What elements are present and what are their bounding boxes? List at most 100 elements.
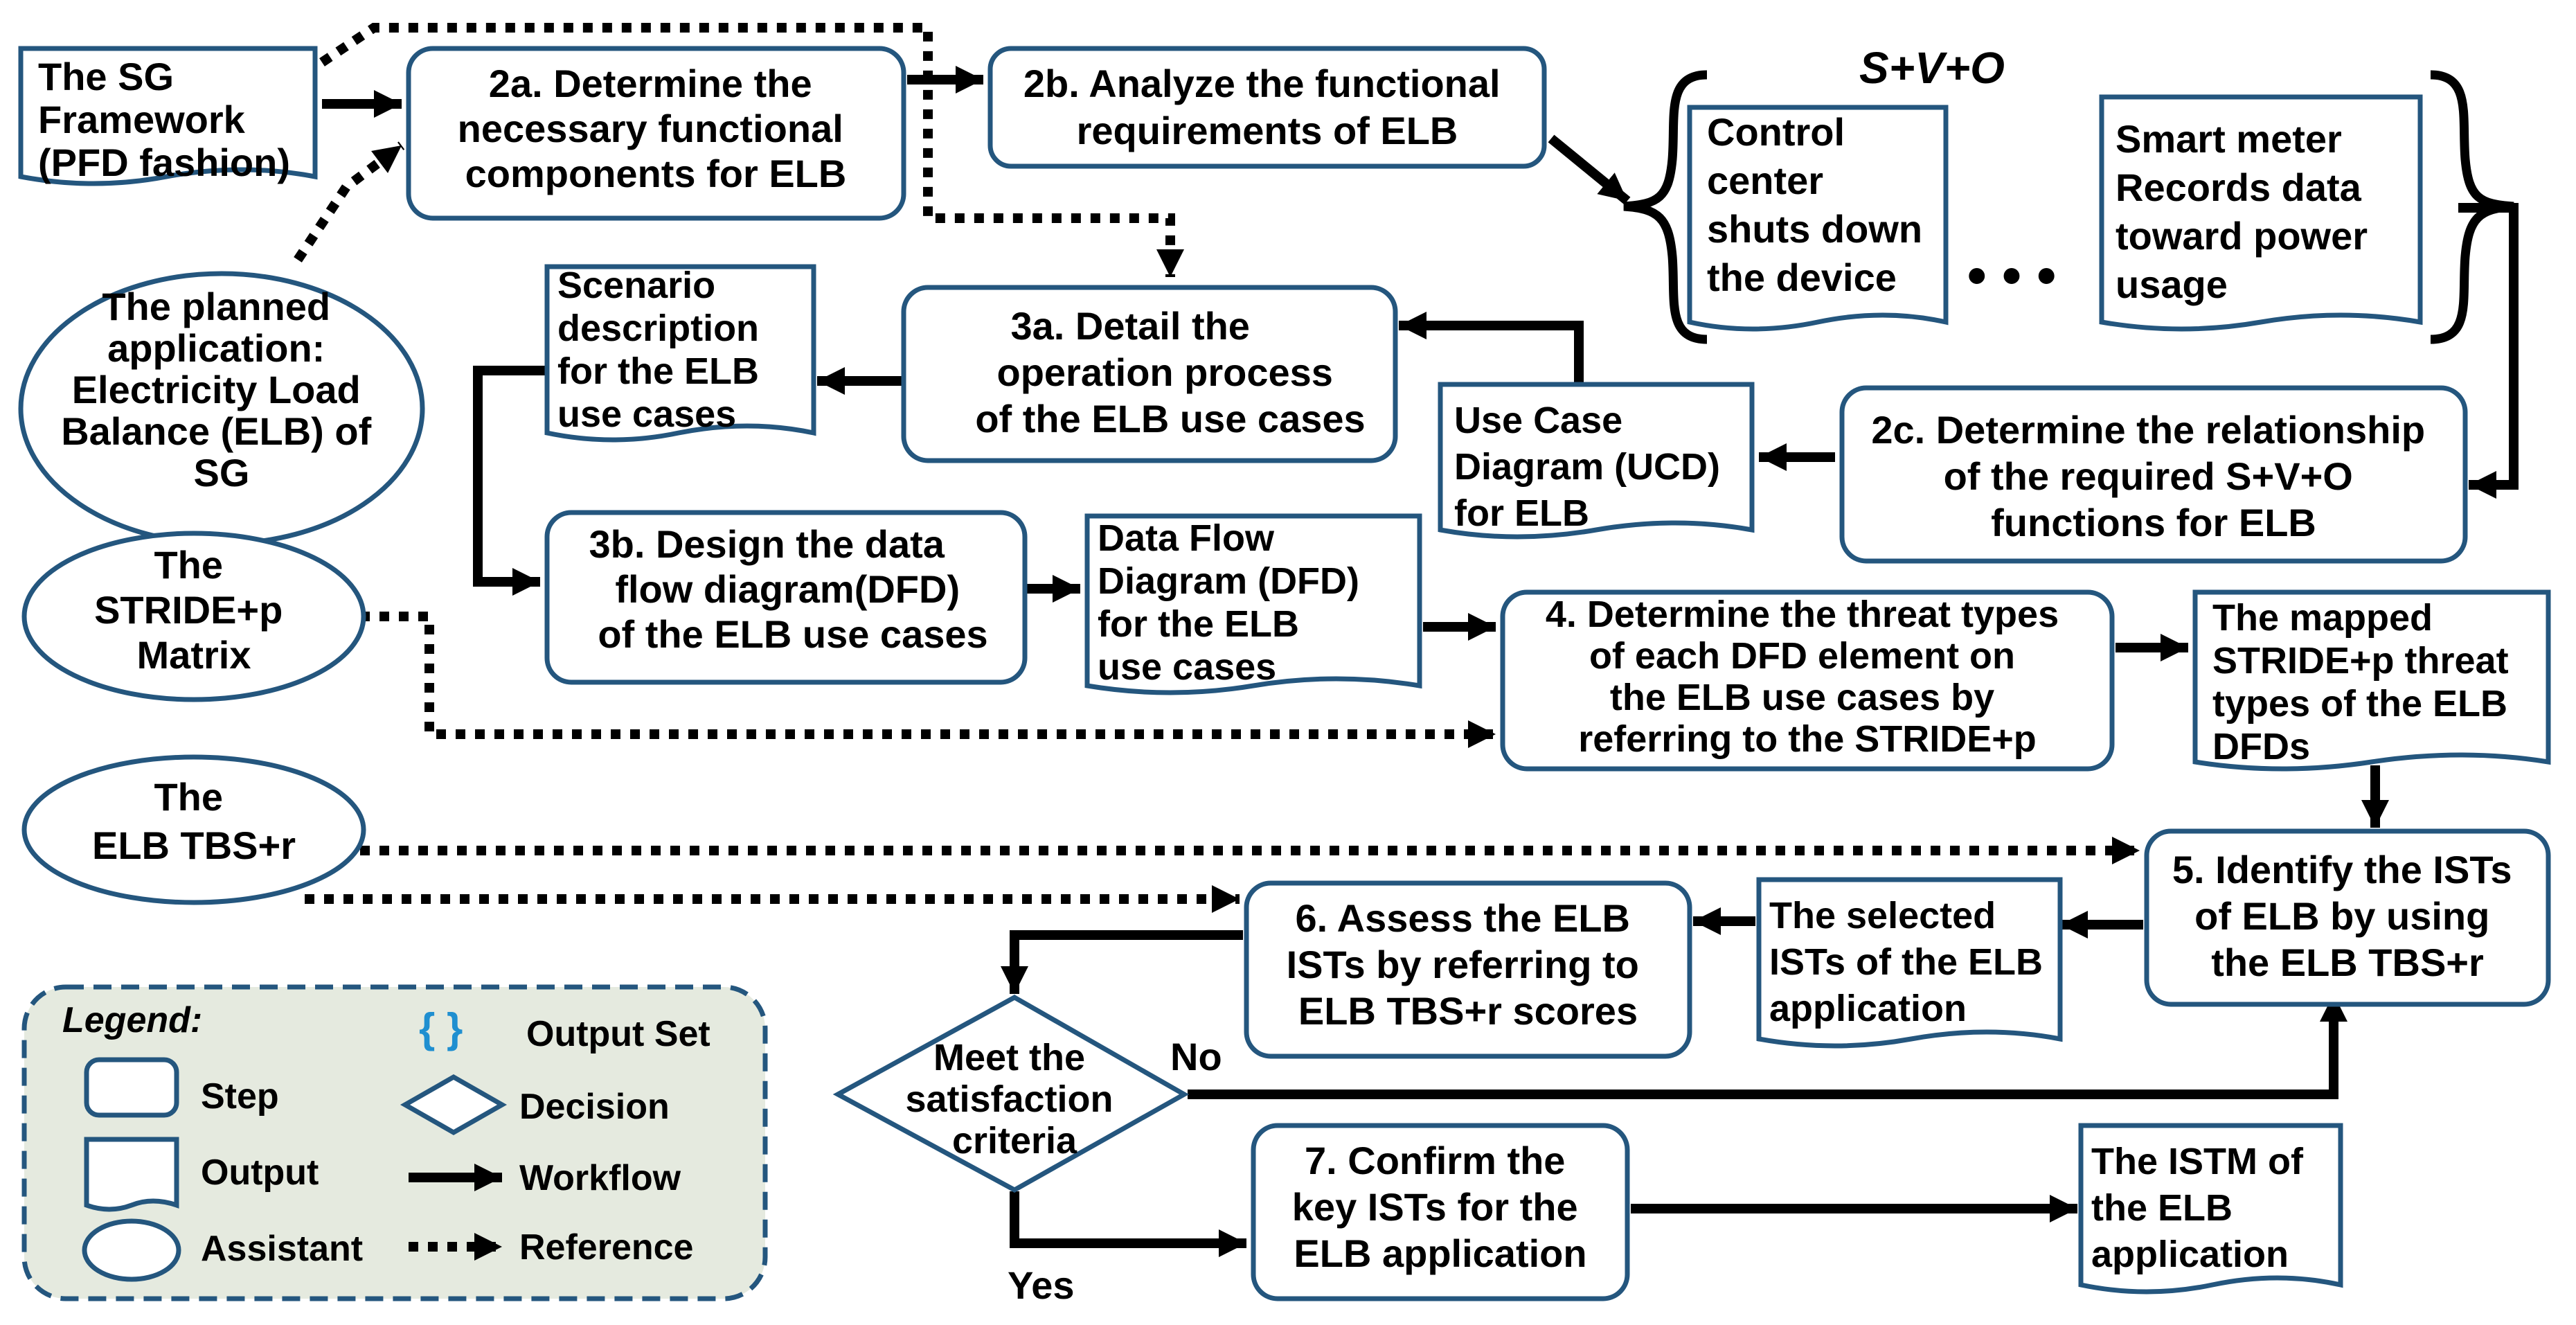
arrow-2b-to-svo [1548, 134, 1631, 205]
text-line: 3b. Design the data [589, 522, 945, 566]
node-text: Use Case Diagram (UCD) for ELB [1454, 400, 1730, 534]
text-line: flow diagram(DFD) [615, 567, 960, 611]
text-line: 3a. Detail the [1010, 304, 1249, 348]
text-line: of the ELB use cases [975, 397, 1365, 441]
step-6: 6. Assess the ELB ISTs by referring to E… [1244, 880, 1692, 1059]
output-svo-control-center: Control center shuts down the device [1687, 105, 1949, 332]
step-2a: 2a. Determine the necessary functional c… [406, 46, 906, 221]
output-istm: The ISTM of the ELB application [2078, 1123, 2343, 1295]
svo-left-brace-icon [1623, 70, 1708, 344]
step-5: 5. Identify the ISTs of ELB by using the… [2144, 828, 2551, 1007]
legend-output-set-icon: { } [419, 1005, 463, 1051]
node-text: 7. Confirm the key ISTs for the ELB appl… [1292, 1139, 1589, 1275]
legend-output-set-label: Output Set [526, 1014, 710, 1054]
text-line: of each DFD element on [1589, 635, 2015, 677]
step-7: 7. Confirm the key ISTs for the ELB appl… [1251, 1123, 1630, 1301]
output-selected-ists: The selected ISTs of the ELB application [1756, 877, 2063, 1049]
step-2c: 2c. Determine the relationship of the re… [1839, 385, 2468, 564]
text-line: the ELB use cases by [1610, 677, 1994, 718]
text-line: description [557, 308, 759, 349]
node-text: 3b. Design the data flow diagram(DFD) of… [589, 522, 988, 656]
text-line: Electricity Load [72, 368, 361, 411]
svo-ellipsis: • • • [1967, 244, 2056, 306]
text-line: ELB TBS+r scores [1298, 989, 1638, 1033]
text-line: The selected [1769, 895, 1996, 936]
node-text: 6. Assess the ELB ISTs by referring to E… [1287, 896, 1650, 1033]
text-line: shuts down [1707, 207, 1922, 251]
text-line: Smart meter [2116, 117, 2342, 161]
text-line: components for ELB [465, 152, 847, 195]
text-line: of the ELB use cases [598, 612, 987, 656]
text-line: The ISTM of [2091, 1141, 2304, 1182]
node-text: The ELB TBS+r [92, 775, 296, 867]
output-mapped-threat-types: The mapped STRIDE+p threat types of the … [2192, 589, 2551, 772]
text-line: types of the ELB [2212, 683, 2507, 724]
node-text: 2b. Analyze the functional requirements … [1023, 62, 1511, 152]
text-line: satisfaction [905, 1078, 1113, 1120]
text-line: 2b. Analyze the functional [1023, 62, 1501, 105]
step-3b: 3b. Design the data flow diagram(DFD) of… [544, 510, 1028, 685]
text-line: ELB application [1294, 1231, 1586, 1275]
text-line: use cases [1098, 646, 1276, 688]
node-text: The selected ISTs of the ELB application [1769, 895, 2053, 1029]
step-2b: 2b. Analyze the functional requirements … [987, 46, 1547, 169]
text-line: The [154, 543, 223, 587]
text-line: The [154, 775, 223, 819]
node-text: Meet the satisfaction criteria [905, 1037, 1123, 1162]
legend-output-label: Output [201, 1153, 319, 1193]
node-text: 5. Identify the ISTs of ELB by using the… [2172, 848, 2523, 984]
node-text: Control center shuts down the device [1707, 110, 1933, 299]
decision-satisfaction-criteria: Meet the satisfaction criteria [832, 994, 1190, 1193]
output-dfd: Data Flow Diagram (DFD) for the ELB use … [1084, 513, 1422, 695]
text-line: ISTs by referring to [1287, 943, 1639, 986]
legend-step-icon [84, 1057, 179, 1118]
arrow-6-to-decision [1001, 930, 1243, 994]
text-line: criteria [952, 1120, 1077, 1162]
text-line: Framework [38, 98, 246, 141]
text-line: Scenario [557, 265, 715, 306]
text-line: 2c. Determine the relationship [1871, 408, 2425, 452]
node-text: The STRIDE+p Matrix [94, 543, 294, 677]
assistant-elb-tbs: The ELB TBS+r [21, 754, 366, 905]
node-text: 2c. Determine the relationship of the re… [1871, 408, 2435, 544]
legend-assistant-icon [82, 1218, 181, 1282]
text-line: center [1707, 159, 1823, 202]
arrow-scenario-to-3b [473, 366, 547, 596]
text-line: the device [1707, 256, 1897, 299]
arrow-decision-yes-to-7 [1010, 1191, 1246, 1257]
text-line: 4. Determine the threat types [1546, 594, 2059, 635]
step-3a: 3a. Detail the operation process of the … [901, 285, 1398, 463]
svo-right-brace-icon [2430, 70, 2514, 344]
legend-output-icon [84, 1137, 179, 1212]
text-line: the ELB TBS+r [2211, 941, 2484, 984]
output-svo-smart-meter: Smart meter Records data toward power us… [2099, 94, 2423, 332]
text-line: Matrix [137, 633, 251, 677]
label-no: No [1170, 1035, 1222, 1078]
text-line: STRIDE+p threat [2212, 640, 2509, 682]
text-line: ELB TBS+r [92, 824, 296, 867]
text-line: necessary functional [458, 107, 843, 150]
text-line: Meet the [933, 1037, 1085, 1078]
arrow-decision-no-to-5 [1188, 994, 2347, 1099]
text-line: referring to the STRIDE+p [1578, 718, 2037, 760]
text-line: use cases [557, 393, 736, 435]
text-line: application [2091, 1234, 2289, 1275]
assistant-stride-matrix: The STRIDE+p Matrix [21, 531, 366, 702]
node-text: The planned application: Electricity Loa… [61, 285, 382, 495]
output-use-case-diagram: Use Case Diagram (UCD) for ELB [1438, 382, 1755, 540]
legend-reference-label: Reference [519, 1227, 693, 1268]
text-line: key ISTs for the [1292, 1185, 1578, 1229]
text-line: functions for ELB [1991, 501, 2316, 544]
text-line: of ELB by using [2194, 894, 2489, 938]
node-text: 3a. Detail the operation process of the … [975, 304, 1365, 441]
text-line: toward power [2116, 214, 2368, 258]
text-line: Records data [2116, 166, 2362, 209]
text-line: Balance (ELB) of [61, 409, 371, 453]
text-line: of the required S+V+O [1944, 454, 2353, 498]
connectors [294, 23, 2519, 1257]
text-line: DFDs [2212, 726, 2310, 767]
step-4: 4. Determine the threat types of each DF… [1500, 589, 2115, 772]
legend: Legend: Step Output Assistant { } Output… [21, 984, 768, 1301]
node-text: Smart meter Records data toward power us… [2116, 117, 2379, 306]
